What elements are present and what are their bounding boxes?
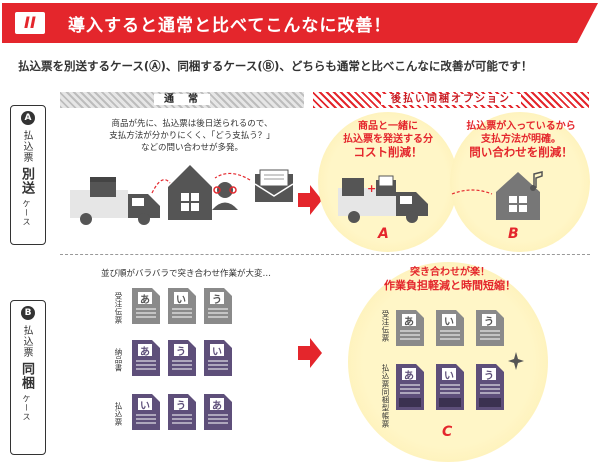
case-b-label-2: 同梱 — [19, 362, 34, 391]
document-letter: あ — [404, 317, 414, 328]
dashed-arrows — [151, 172, 251, 194]
case-a-normal-description: 商品が先に、払込票は後日送られるので、 支払方法が分かりにくく、「どう支払う？」… — [92, 118, 292, 154]
document-letter: う — [484, 371, 494, 382]
case-a-label-3: ケース — [22, 199, 31, 227]
column-header-normal-label: 通 常 — [154, 94, 210, 105]
document-icon: あ — [132, 340, 160, 376]
document-icon: う — [168, 340, 196, 376]
document-letter: う — [484, 317, 494, 328]
section-number: II — [15, 12, 45, 34]
case-a-normal-desc-line-3: などの問い合わせが多発。 — [140, 143, 243, 153]
case-a-normal-desc-line-2: 支払方法が分かりにくく、「どう支払う？」 — [109, 131, 275, 141]
case-b-badge: B — [21, 306, 35, 320]
benefit-a-text: 商品と一緒に 払込票を発送する分 コスト削減！ — [328, 120, 448, 159]
after-label-combined: 払込票同梱型帳票 — [381, 364, 390, 428]
label-b: B — [508, 226, 519, 242]
document-icon: い — [436, 364, 464, 410]
document-letter: あ — [140, 347, 150, 358]
document-icon: い — [168, 288, 196, 324]
case-b-normal-description: 並び順がバラバラで突き合わせ作業が大変… — [101, 269, 271, 279]
music-note-icon — [530, 171, 543, 191]
truck-icon — [70, 177, 160, 225]
case-b-vertical-label: 払込票 同梱 ケース — [17, 325, 36, 421]
doc-label-order: 受注伝票 — [114, 292, 123, 324]
case-b-side-panel: B 払込票 同梱 ケース — [10, 300, 46, 455]
case-a-badge: A — [21, 111, 35, 125]
doc-label-payment: 払込票 — [114, 402, 123, 426]
document-icon: あ — [132, 288, 160, 324]
red-arrow-a-icon — [298, 185, 322, 215]
case-a-label-1: 払込票 — [21, 130, 32, 163]
document-icon: あ — [396, 364, 424, 410]
red-arrow-b-icon — [298, 338, 322, 368]
label-c: C — [442, 424, 453, 440]
document-letter: あ — [404, 371, 414, 382]
section-separator — [60, 254, 590, 255]
document-letter: あ — [140, 295, 150, 306]
document-icon: い — [132, 394, 160, 430]
document-icon: う — [168, 394, 196, 430]
document-icon: う — [476, 310, 504, 346]
envelope-icon — [254, 169, 294, 202]
document-icon: う — [204, 288, 232, 324]
case-a-vertical-label: 払込票 別送 ケース — [17, 130, 36, 226]
document-icon: あ — [204, 394, 232, 430]
doc-label-delivery: 納品書 — [114, 348, 123, 372]
document-icon: あ — [396, 310, 424, 346]
truck-with-package-icon: + — [338, 175, 428, 223]
benefit-c-text: 突き合わせが楽！ 作業負担軽減と時間短縮！ — [350, 266, 550, 292]
sparkle-icon — [508, 352, 524, 370]
dashed-arrow-after — [451, 189, 493, 195]
case-a-label-2: 別送 — [19, 167, 34, 196]
house-icon — [168, 165, 212, 220]
benefit-b-text: 払込票が入っているから 支払方法が明確。 問い合わせを削減！ — [456, 120, 586, 159]
case-a-side-panel: A 払込票 別送 ケース — [10, 105, 46, 245]
case-b-label-3: ケース — [22, 394, 31, 422]
benefit-a-line-1: 商品と一緒に — [358, 121, 418, 132]
subtitle: 払込票を別送するケース(Ⓐ)、同梱するケース(Ⓑ)、どちらも通常と比べこんなに改… — [18, 59, 533, 73]
document-icon: う — [476, 364, 504, 410]
label-a: A — [378, 226, 389, 242]
document-icon: い — [436, 310, 464, 346]
benefit-a-line-2: 払込票を発送する分 — [343, 134, 433, 145]
document-letter: う — [176, 347, 186, 358]
document-letter: う — [176, 401, 186, 412]
benefit-b-line-3: 問い合わせを削減！ — [469, 145, 573, 159]
document-letter: い — [140, 401, 150, 412]
after-label-order: 受注伝票 — [381, 310, 390, 342]
document-letter: う — [212, 295, 222, 306]
benefit-c-line-1: 突き合わせが楽！ — [410, 267, 490, 278]
benefit-a-line-3: コスト削減！ — [353, 145, 423, 159]
document-letter: い — [176, 295, 186, 306]
house-icon — [496, 172, 540, 220]
document-icon: い — [204, 340, 232, 376]
benefit-b-line-2: 支払方法が明確。 — [481, 134, 561, 145]
column-header-normal: 通 常 — [60, 92, 304, 108]
document-letter: い — [444, 371, 454, 382]
case-b-label-1: 払込票 — [21, 325, 32, 358]
document-letter: い — [212, 347, 222, 358]
column-header-after: 後払い同梱オプション — [313, 92, 589, 108]
document-letter: あ — [212, 401, 222, 412]
section-title: 導入すると通常と比べてこんなに改善！ — [68, 16, 392, 36]
svg-text:+: + — [367, 182, 376, 195]
header-banner: II 導入すると通常と比べてこんなに改善！ — [2, 3, 598, 43]
benefit-b-line-1: 払込票が入っているから — [466, 121, 576, 132]
document-letter: い — [444, 317, 454, 328]
operator-icon — [212, 182, 238, 210]
column-header-after-label: 後払い同梱オプション — [381, 94, 521, 105]
case-a-normal-desc-line-1: 商品が先に、払込票は後日送られるので、 — [111, 119, 273, 129]
benefit-c-line-2: 作業負担軽減と時間短縮！ — [384, 279, 516, 292]
